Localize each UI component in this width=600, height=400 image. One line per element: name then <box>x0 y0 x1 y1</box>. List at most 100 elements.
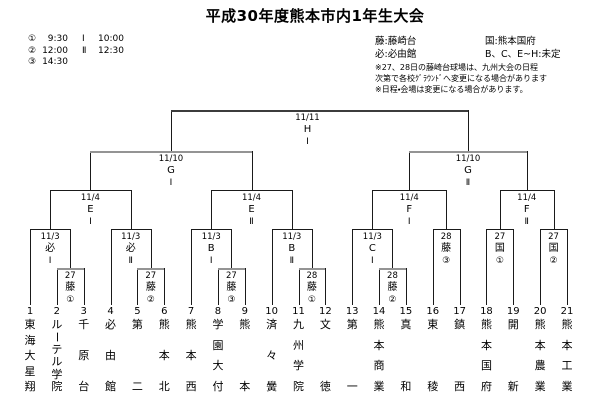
team-name: 東海大星翔 <box>24 318 36 393</box>
venue-key: B、C、E~H:未定 <box>485 48 561 60</box>
schedule-row: ③ 14:30 <box>28 57 126 69</box>
match-venue: B <box>207 243 215 254</box>
match-date: 11/4 <box>241 193 262 203</box>
match-date: 11/4 <box>399 193 419 203</box>
match-venue: 国 <box>548 243 559 254</box>
bracket-line-vertical <box>467 110 469 151</box>
bracket-line-vertical <box>130 190 132 229</box>
match-venue: E <box>248 204 255 215</box>
bracket-line-horizontal <box>110 229 151 230</box>
match-venue: H <box>303 124 312 135</box>
team-name: 九州学院 <box>293 318 304 393</box>
bracket-line-vertical <box>298 268 300 305</box>
bracket-line-vertical <box>191 229 193 305</box>
bracket-line-horizontal <box>170 110 468 112</box>
match-date: 11/4 <box>80 193 100 203</box>
bracket-line-horizontal <box>486 229 514 230</box>
slot-time: 12:30 <box>98 45 124 56</box>
note-line: ※27、28日の藤崎台球場は、九州大会の日程 <box>375 63 539 72</box>
match-game-number: ① <box>495 256 504 266</box>
match-venue: C <box>368 243 376 254</box>
match-date: 11/3 <box>362 232 382 242</box>
time-schedule: ① 9:30 Ⅰ 10:00 ② 12:00 Ⅱ 12:30 ③ 14:30 <box>28 34 126 69</box>
match-venue: G <box>167 165 175 176</box>
bracket-line-vertical <box>164 268 166 305</box>
team-name: 済々黌 <box>266 318 278 393</box>
match-date: 11/11 <box>295 113 320 123</box>
team-name: 熊本商業 <box>373 318 385 393</box>
bracket-line-vertical <box>231 229 233 268</box>
team-number: 4 <box>107 306 114 317</box>
bracket-line-horizontal <box>379 268 406 270</box>
bracket-line-vertical <box>311 229 313 268</box>
venue-legend: 藤:藤崎台 国:熊本国府 必:必由館 B、C、E~H:未定 ※27、28日の藤崎… <box>375 36 560 95</box>
match-game-number: ② <box>146 295 155 305</box>
match-game-number: Ⅰ <box>169 178 173 188</box>
match-game-number: Ⅱ <box>128 256 133 266</box>
team-number: 5 <box>134 306 141 317</box>
bracket-line-vertical <box>90 151 92 190</box>
bracket-line-vertical <box>513 229 515 305</box>
bracket-line-vertical <box>217 268 219 305</box>
bracket-line-vertical <box>379 268 381 305</box>
bracket-line-vertical <box>352 229 354 305</box>
match-date: 11/3 <box>282 232 302 242</box>
slot-time: 10:00 <box>98 34 124 44</box>
team-name: 鎮西 <box>454 318 466 393</box>
slot-number: ② <box>28 45 37 56</box>
match-game-number: Ⅱ <box>524 217 529 227</box>
bracket-line-vertical <box>170 110 172 151</box>
match-venue: G <box>464 165 472 176</box>
team-name: 学園大付 <box>212 318 224 393</box>
team-number: 6 <box>161 306 168 317</box>
match-game-number: ③ <box>227 295 236 305</box>
schedule-row: ② 12:00 Ⅱ 12:30 <box>28 46 126 58</box>
match-venue: 必 <box>45 243 56 254</box>
bracket-line-horizontal <box>217 268 245 270</box>
bracket-line-vertical <box>244 268 246 305</box>
team-name: 千原台 <box>78 318 90 393</box>
schedule-notes: ※27、28日の藤崎台球場は、九州大会の日程 次第で各校ｸﾞﾗｳﾝﾄﾞへ変更にな… <box>375 63 560 95</box>
match-date: 27 <box>494 232 506 242</box>
slot-number: ① <box>28 34 37 44</box>
match-game-number: Ⅰ <box>48 256 52 266</box>
bracket-line-vertical <box>70 229 72 268</box>
team-name: 第一 <box>346 318 358 393</box>
bracket-line-horizontal <box>352 229 393 230</box>
match-date: 28 <box>440 232 452 242</box>
bracket-line-vertical <box>499 190 501 229</box>
match-date: 27 <box>145 271 157 281</box>
bracket-line-horizontal <box>211 190 292 191</box>
team-number: 9 <box>241 306 248 317</box>
bracket-line-vertical <box>150 229 152 268</box>
venue-key: 必:必由館 <box>375 48 417 60</box>
slot-numeral: Ⅱ <box>82 45 87 56</box>
team-number: 21 <box>560 306 574 317</box>
match-game-number: ② <box>388 295 397 305</box>
bracket-line-vertical <box>291 190 293 229</box>
bracket-line-horizontal <box>191 229 232 230</box>
match-game-number: Ⅰ <box>209 256 213 266</box>
match-date: 11/4 <box>517 193 537 203</box>
team-name: ルーテル学院 <box>50 318 64 393</box>
slot-numeral: Ⅰ <box>82 34 85 44</box>
match-game-number: Ⅱ <box>289 256 294 266</box>
venue-legend-row: 必:必由館 B、C、E~H:未定 <box>375 49 560 62</box>
slot-number: ③ <box>28 57 37 67</box>
match-date: 27 <box>64 271 76 281</box>
match-game-number: Ⅰ <box>306 137 309 147</box>
bracket-line-vertical <box>567 229 568 305</box>
team-number: 20 <box>533 306 547 317</box>
